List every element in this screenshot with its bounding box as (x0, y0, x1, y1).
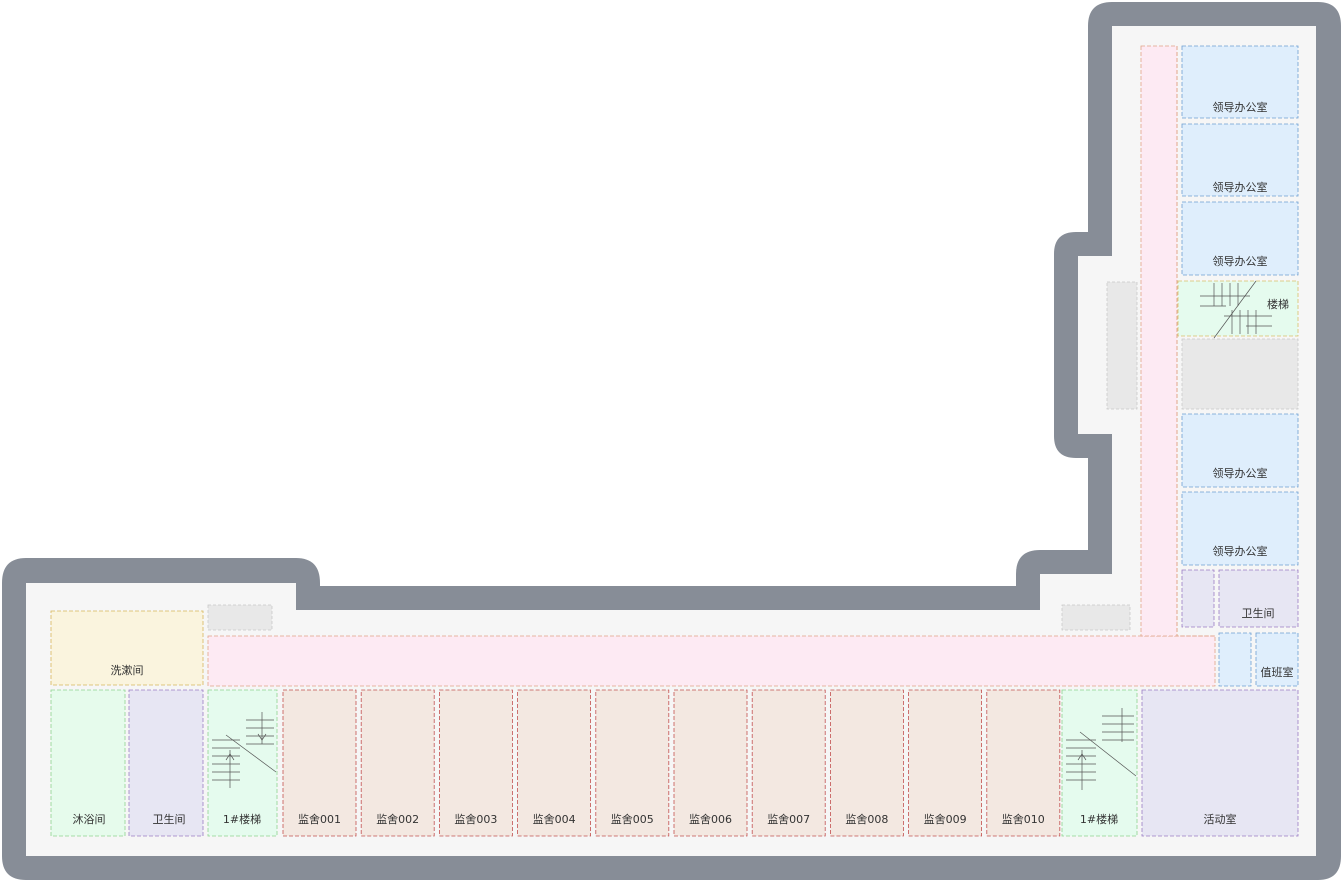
stair-room-right: 楼梯 (1177, 280, 1299, 339)
office-label-1: 领导办公室 (1213, 100, 1268, 114)
cell-room-box (438, 689, 513, 837)
cell-room: 监舍009 (908, 689, 982, 837)
cell-room-label: 监舍006 (689, 812, 732, 826)
toilet-label-left: 卫生间 (153, 812, 186, 826)
washroom: 洗漱间 (50, 610, 204, 686)
shower-label: 沐浴间 (73, 813, 106, 826)
office-room-1: 领导办公室 (1181, 45, 1299, 119)
cell-room: 监舍001 (282, 689, 357, 837)
office-label-4: 领导办公室 (1213, 466, 1268, 480)
cell-rooms: 监舍001 监舍002 监舍003 监舍004 监舍005 监舍006 监舍007 监舍008… (282, 689, 1061, 837)
cell-room: 监舍008 (830, 689, 904, 837)
stair-room-2: 1#楼梯 (1061, 689, 1138, 837)
stair-label-2: 1#楼梯 (1080, 812, 1118, 826)
stair-label-1: 1#楼梯 (223, 812, 261, 826)
office-room-2: 领导办公室 (1181, 123, 1299, 197)
grey-block-vertical (1106, 281, 1138, 410)
office-label-2: 领导办公室 (1213, 180, 1268, 194)
office-label-5: 领导办公室 (1213, 544, 1268, 558)
small-blue-room (1218, 632, 1252, 687)
stair-label-right: 楼梯 (1267, 297, 1289, 311)
cell-room-label: 监舍007 (767, 812, 810, 826)
cell-room-box (986, 689, 1061, 837)
cell-room-box (595, 689, 670, 837)
grey-block-top-right (1061, 604, 1131, 631)
cell-room-label: 监舍009 (924, 812, 967, 826)
corridor-outline-right (1176, 46, 1215, 637)
cell-room-label: 监舍005 (611, 812, 654, 826)
cell-room-label: 监舍008 (845, 812, 888, 826)
cell-room: 监舍007 (751, 689, 826, 837)
cell-room: 监舍004 (517, 689, 591, 837)
activity-room: 活动室 (1141, 689, 1299, 837)
duty-room-label: 值班室 (1261, 665, 1294, 679)
cell-room-box (751, 689, 826, 837)
cell-room-label: 监舍001 (298, 812, 341, 826)
cell-room: 监舍005 (595, 689, 670, 837)
corridor-vertical (1140, 45, 1178, 637)
office-room-4: 领导办公室 (1181, 413, 1299, 488)
office-label-3: 领导办公室 (1213, 254, 1268, 268)
cell-room: 监舍006 (673, 689, 748, 837)
cell-room-box (517, 689, 591, 837)
cell-room: 监舍003 (438, 689, 513, 837)
cell-room: 监舍010 (986, 689, 1061, 837)
stair-room-1: 1#楼梯 (207, 689, 278, 837)
cell-room-box (360, 689, 435, 837)
toilet-label-right: 卫生间 (1242, 606, 1275, 620)
cell-room-box (673, 689, 748, 837)
grey-block-right-room (1181, 338, 1299, 410)
toilet-room-left: 卫生间 (128, 689, 204, 837)
shower-room: 沐浴间 (50, 689, 126, 837)
small-toilet-cubicle (1181, 569, 1215, 628)
toilet-room-right: 卫生间 (1218, 569, 1299, 628)
cell-room-box (830, 689, 904, 837)
cell-room: 监舍002 (360, 689, 435, 837)
cell-room-label: 监舍003 (454, 812, 497, 826)
cell-room-label: 监舍002 (376, 812, 419, 826)
activity-room-label: 活动室 (1204, 812, 1237, 826)
duty-room: 值班室 (1255, 632, 1299, 687)
washroom-label: 洗漱间 (111, 664, 144, 677)
office-room-5: 领导办公室 (1181, 491, 1299, 566)
corridor-horizontal (207, 635, 1216, 687)
stair-symbol-right (1200, 280, 1272, 339)
stair-symbol-2 (1066, 708, 1137, 790)
cell-room-label: 监舍010 (1002, 812, 1045, 826)
cell-room-label: 监舍004 (533, 812, 576, 826)
grey-block-top-left (207, 604, 273, 631)
stair-symbol-1 (212, 712, 277, 788)
cell-room-box (908, 689, 982, 837)
office-room-3: 领导办公室 (1181, 201, 1299, 276)
cell-room-box (282, 689, 357, 837)
